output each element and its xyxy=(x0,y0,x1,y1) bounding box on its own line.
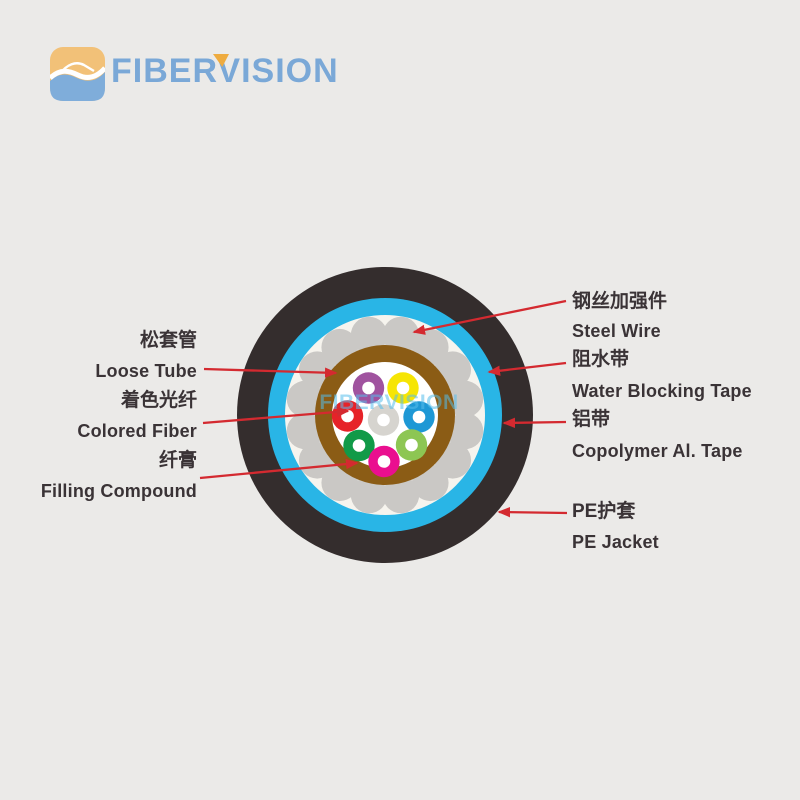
line-water-blocking-tape xyxy=(487,361,567,376)
steel-wire xyxy=(382,476,420,514)
line-loose-tube xyxy=(203,367,338,378)
label-pe-jacket-zh: PE护套 xyxy=(572,501,636,522)
fiber-blue-hole xyxy=(412,410,426,424)
steel-wire xyxy=(350,316,388,354)
line-steel-wire xyxy=(412,299,567,335)
label-water-blocking-tape-zh: 阻水带 xyxy=(572,349,630,370)
label-filling-compound-zh: 纤膏 xyxy=(158,450,197,471)
fiber-lime-hole xyxy=(405,438,418,452)
steel-wire xyxy=(286,380,324,418)
label-filling-compound-en: Filling Compound xyxy=(40,481,197,501)
fibervision-logo-icon xyxy=(50,47,105,101)
label-pe-jacket-en: PE Jacket xyxy=(572,532,659,552)
steel-wire xyxy=(382,316,420,354)
label-colored-fiber-zh: 着色光纤 xyxy=(120,390,197,411)
fiber-center-hole xyxy=(377,413,390,427)
label-loose-tube-en: Loose Tube xyxy=(95,361,197,381)
steel-wire xyxy=(446,412,484,450)
fiber-violet-hole xyxy=(362,381,375,395)
line-copolymer-al-tape xyxy=(502,417,567,428)
line-pe-jacket xyxy=(497,506,568,518)
fiber-magenta-hole xyxy=(377,455,391,468)
label-steel-wire-zh: 钢丝加强件 xyxy=(572,291,668,312)
label-steel-wire-en: Steel Wire xyxy=(572,321,661,341)
fiber-green-hole xyxy=(352,439,366,452)
label-water-blocking-tape-en: Water Blocking Tape xyxy=(572,381,752,401)
label-copolymer-al-tape-en: Copolymer Al. Tape xyxy=(572,441,743,461)
line-colored-fiber xyxy=(202,406,350,425)
label-colored-fiber-en: Colored Fiber xyxy=(77,421,197,441)
steel-wire xyxy=(446,380,484,418)
diagram-watermark: FIBERVISION xyxy=(319,391,458,414)
label-loose-tube-zh: 松套管 xyxy=(139,330,197,351)
steel-wire xyxy=(350,476,388,514)
label-copolymer-al-tape-zh: 铝带 xyxy=(572,409,611,430)
steel-wire xyxy=(286,412,324,450)
fiber-yellow-hole xyxy=(396,381,410,395)
line-filling-compound xyxy=(199,458,359,480)
